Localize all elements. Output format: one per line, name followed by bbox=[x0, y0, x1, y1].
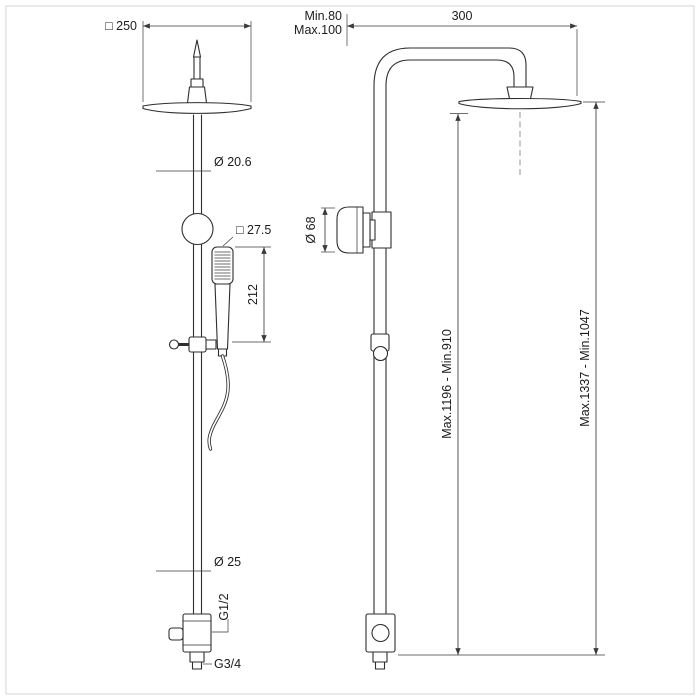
hand-shower-grille bbox=[214, 251, 231, 280]
slider-clamp-side bbox=[370, 333, 390, 362]
dim-outlet-thread: G3/4 bbox=[203, 657, 241, 671]
front-view bbox=[142, 39, 252, 670]
inlet-thread-label: G1/2 bbox=[217, 593, 231, 620]
shower-hose bbox=[207, 354, 230, 451]
shower-arm-side bbox=[373, 47, 534, 102]
diverter-ring-front bbox=[181, 212, 214, 246]
wall-distance-min-label: Min.80 bbox=[304, 9, 342, 23]
dim-arm-reach: 300 bbox=[347, 9, 578, 96]
wall-distance-max-label: Max.100 bbox=[294, 23, 342, 37]
handshower-width-label: □ 27.5 bbox=[236, 223, 271, 237]
dim-head-width: □ 250 bbox=[105, 19, 252, 102]
front-view-dimensions: □ 250 Ø 20.6 □ 27.5 212 Ø 25 G1/2 G3/4 bbox=[105, 19, 271, 671]
hand-shower bbox=[211, 246, 234, 357]
knob-diameter-label: Ø 68 bbox=[304, 216, 318, 243]
dim-inlet-thread: G1/2 bbox=[212, 593, 231, 633]
overhead-shower-side bbox=[458, 97, 582, 110]
handshower-length-label: 212 bbox=[246, 284, 260, 305]
drawing-border bbox=[5, 5, 695, 695]
adjustable-height-label: Max.1196 - Min.910 bbox=[440, 329, 454, 439]
dim-knob-diameter: Ø 68 bbox=[304, 207, 335, 253]
diverter-knob-side bbox=[336, 206, 392, 254]
riser-pipe-front bbox=[192, 114, 203, 615]
mixer-valve-front bbox=[168, 613, 212, 670]
head-width-label: □ 250 bbox=[105, 19, 137, 33]
dim-overall-height: Max.1337 - Min.1047 bbox=[398, 101, 605, 656]
side-view-dimensions: Min.80 Max.100 300 Ø 68 Max.1196 - Min.9… bbox=[294, 9, 605, 656]
arm-reach-label: 300 bbox=[452, 9, 473, 23]
shower-arm-front bbox=[186, 39, 208, 104]
dim-base-diameter: Ø 25 bbox=[156, 555, 241, 572]
side-view bbox=[336, 47, 582, 670]
dim-adjustable-height: Max.1196 - Min.910 bbox=[440, 113, 468, 655]
base-diameter-label: Ø 25 bbox=[214, 555, 241, 569]
dim-riser-diameter: Ø 20.6 bbox=[156, 155, 252, 172]
outlet-thread-label: G3/4 bbox=[214, 657, 241, 671]
dim-handshower-width: □ 27.5 bbox=[222, 223, 271, 247]
dim-handshower-length: 212 bbox=[232, 246, 271, 343]
riser-diameter-label: Ø 20.6 bbox=[214, 155, 252, 169]
overhead-shower-front bbox=[142, 102, 252, 114]
mixer-valve-side bbox=[365, 613, 396, 670]
overall-height-label: Max.1337 - Min.1047 bbox=[578, 309, 592, 426]
dim-wall-distance: Min.80 Max.100 bbox=[294, 9, 348, 46]
slider-bracket-front bbox=[168, 336, 217, 353]
